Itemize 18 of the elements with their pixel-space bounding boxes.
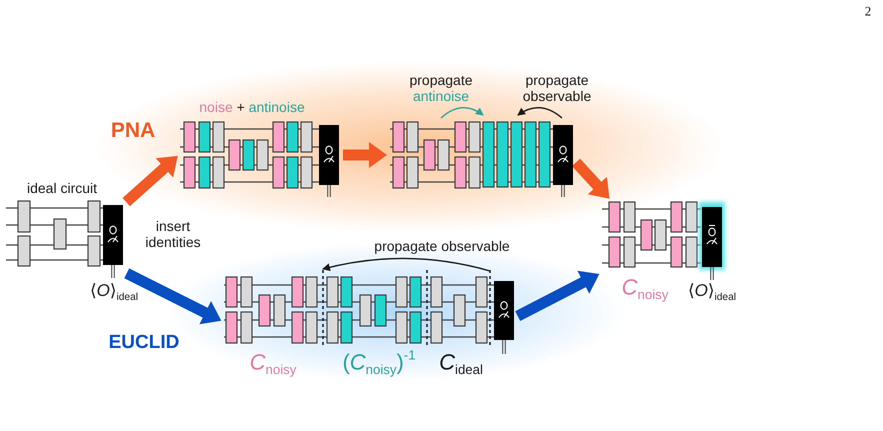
circuit-heading: ideal circuit: [26, 180, 98, 196]
arrow: [343, 142, 387, 168]
method-label: EUCLID: [108, 332, 180, 354]
circuit-label: C$_{noisy}$: [622, 274, 668, 300]
expectation-value: ⟨O⟩$_{ideal}$: [688, 281, 736, 301]
page-number: 2: [864, 4, 872, 20]
circuit-label: C$_{ideal}$: [439, 349, 483, 375]
arrow-caption: propagate observable: [374, 238, 510, 254]
circuit-label: (C$_{noisy}$)$^{-1}$: [342, 349, 416, 375]
method-label: PNA: [110, 118, 156, 144]
arrow: [515, 269, 602, 321]
arrow: [124, 268, 224, 326]
arrow-caption: propagate antinoise: [408, 72, 474, 104]
expectation-value: ⟨O⟩$_{ideal}$: [90, 281, 138, 301]
circuit-label: C$_{noisy}$: [250, 349, 296, 375]
circuit-heading: noise + antinoise: [199, 98, 305, 116]
step-label: insert identities: [144, 218, 202, 250]
arrow-caption: propagate observable: [522, 72, 592, 104]
